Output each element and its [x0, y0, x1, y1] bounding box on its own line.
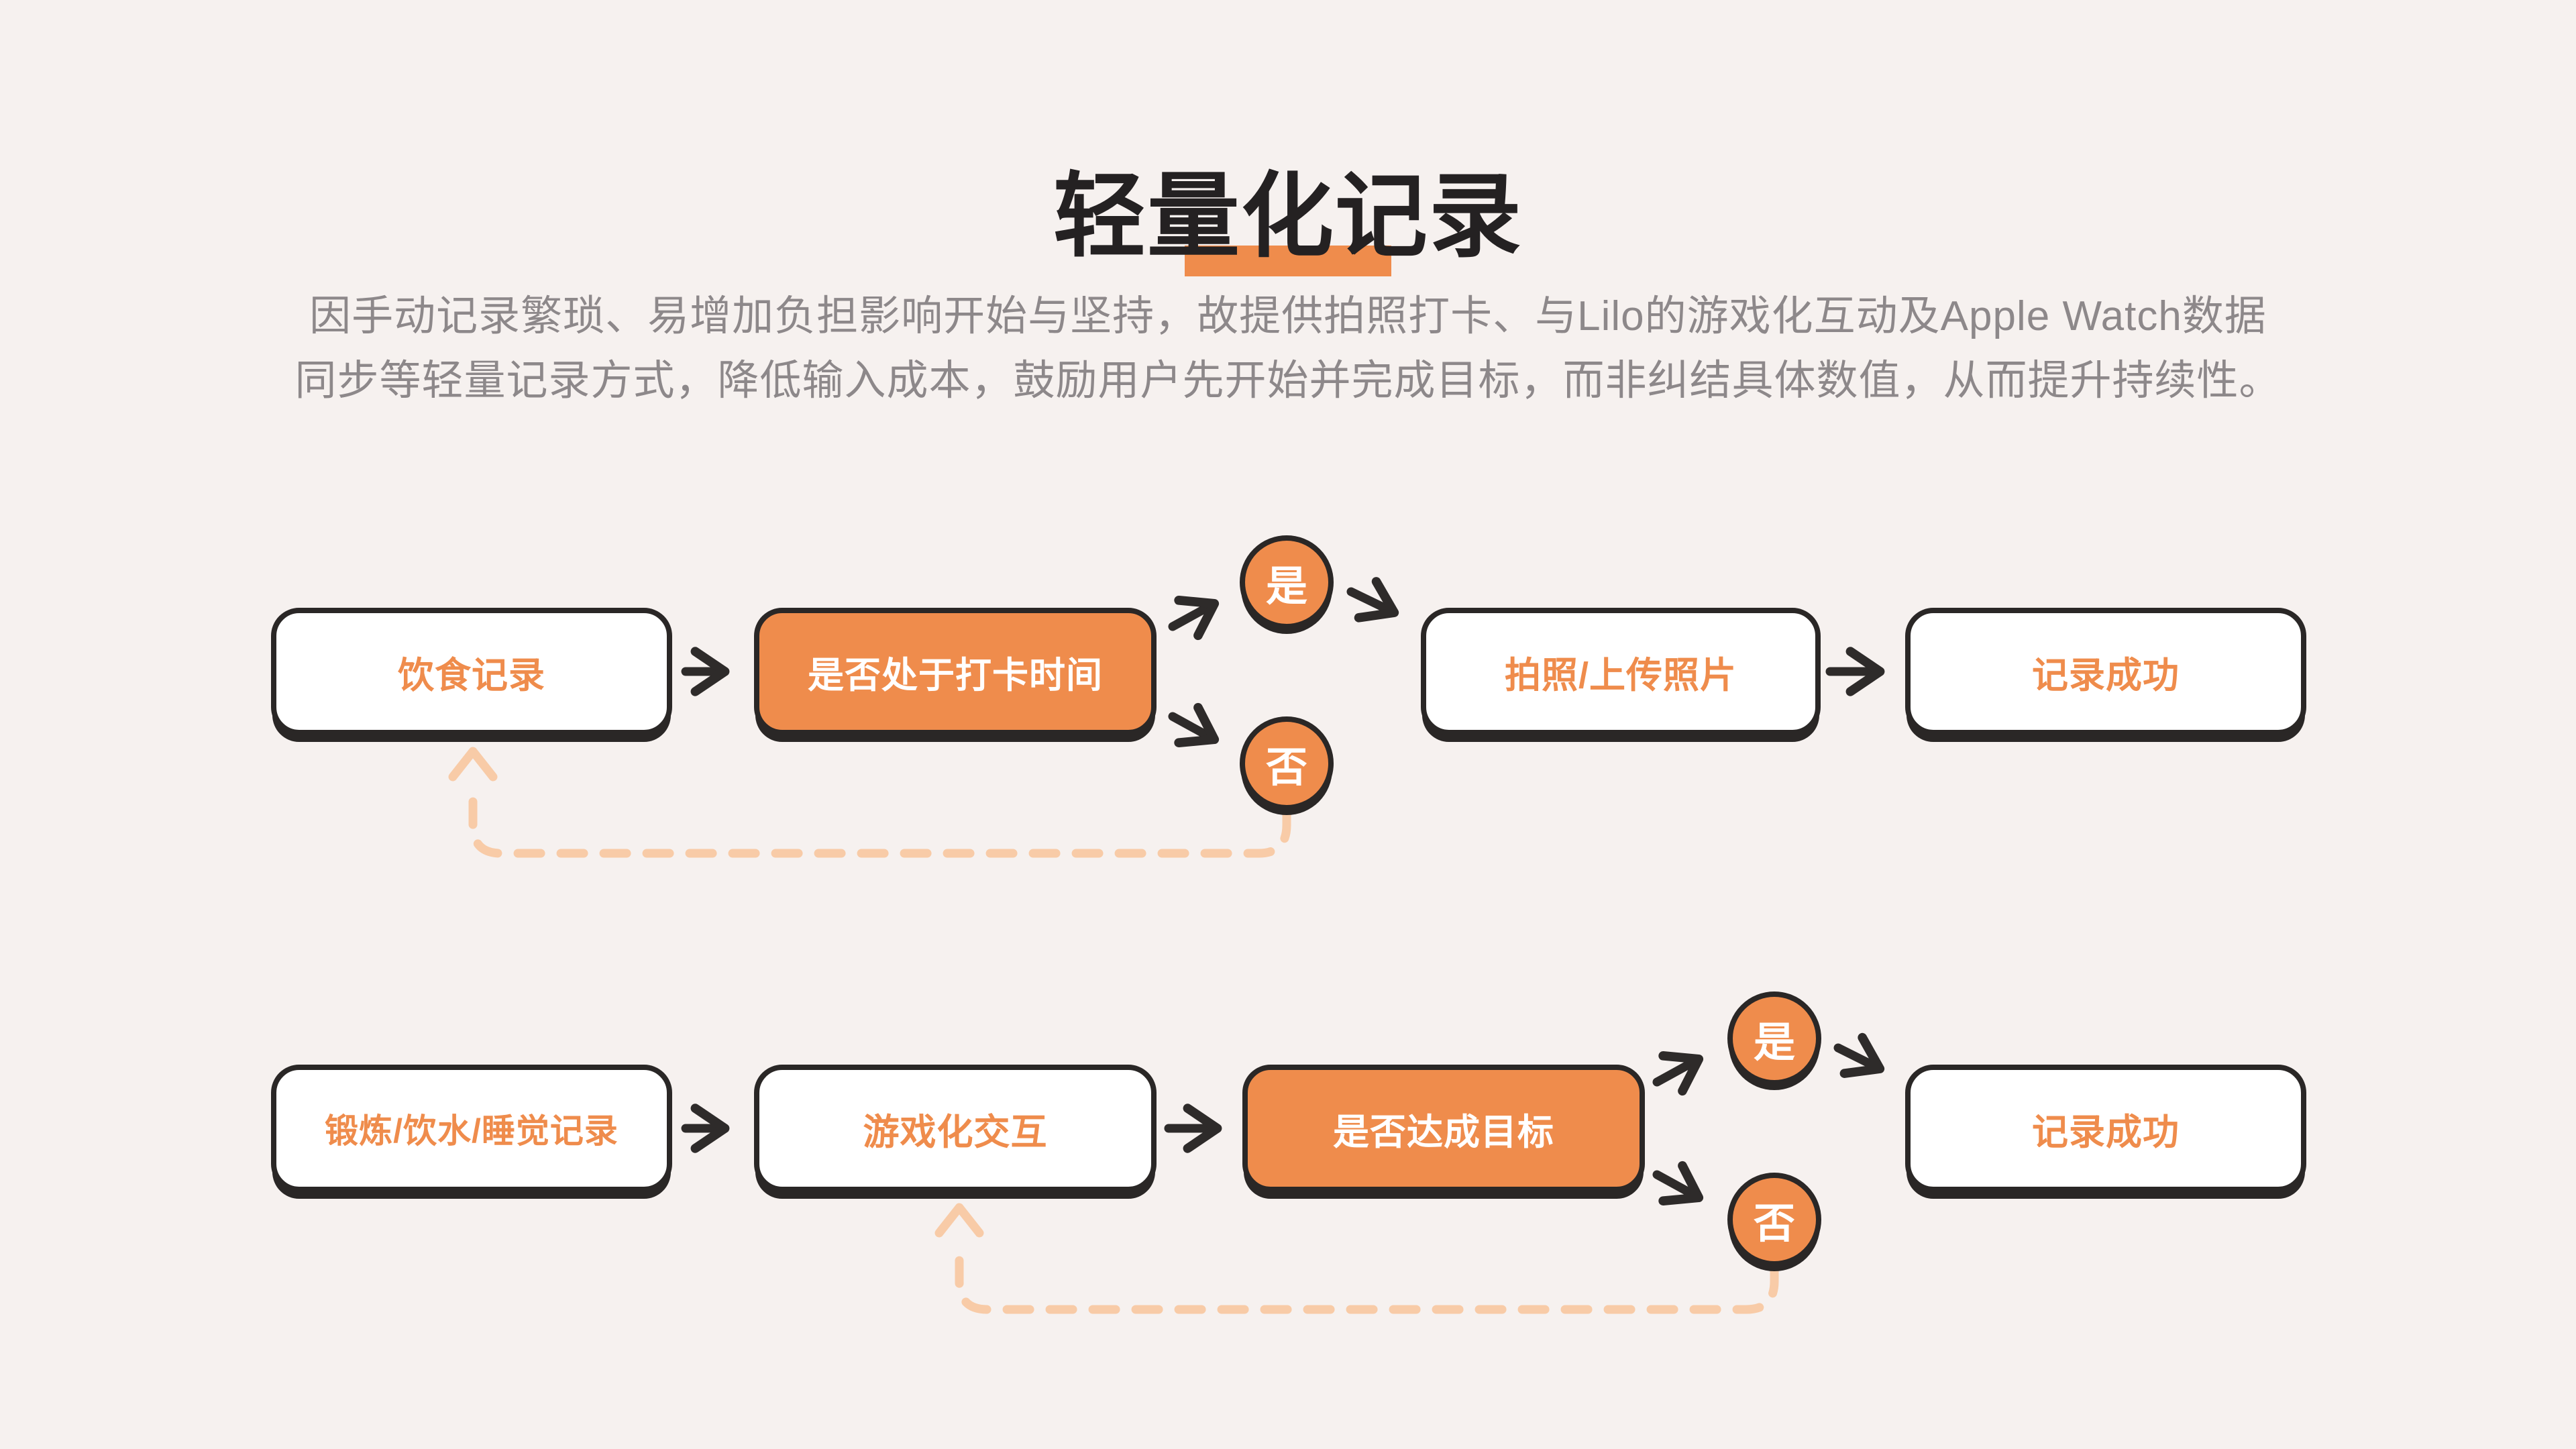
arrow-f1-yes-to-action-icon — [1346, 577, 1399, 623]
loop-f2-no-to-interaction-dashed — [955, 1238, 1779, 1314]
arrow-f1-decision-to-yes-icon — [1168, 596, 1220, 641]
flow2-no-node: 否 — [1727, 1173, 1821, 1267]
flow1-no-node: 否 — [1240, 716, 1334, 810]
flow1-start-node: 饮食记录 — [271, 608, 672, 735]
flow2-yes-node: 是 — [1727, 991, 1821, 1085]
page-title: 轻量化记录 — [1053, 165, 1523, 268]
flow2-start-node: 锻炼/饮水/睡觉记录 — [271, 1065, 672, 1192]
flow2-decision-node: 是否达成目标 — [1242, 1065, 1645, 1192]
loop-f1-arrowhead-icon — [448, 747, 498, 782]
arrow-f2-yes-to-end-icon — [1833, 1032, 1885, 1078]
flow1-decision-node: 是否处于打卡时间 — [754, 608, 1157, 735]
loop-f1-no-to-start-dashed — [468, 782, 1291, 858]
arrow-f2-decision-to-yes-icon — [1652, 1051, 1704, 1096]
description-line-2: 同步等轻量记录方式，降低输入成本，鼓励用户先开始并完成目标，而非纠结具体数值，从… — [294, 358, 2282, 404]
arrow-f1-decision-to-no-icon — [1168, 702, 1220, 747]
flow2-end-node: 记录成功 — [1905, 1065, 2306, 1192]
description-paragraph: 因手动记录繁琐、易增加负担影响开始与坚持，故提供拍照打卡、与Lilo的游戏化互动… — [0, 284, 2576, 413]
flow2-interaction-node: 游戏化交互 — [754, 1065, 1157, 1192]
title-highlight-bar — [1185, 246, 1391, 276]
flow1-action-node: 拍照/上传照片 — [1421, 608, 1821, 735]
flow1-end-node: 记录成功 — [1905, 608, 2306, 735]
flow1-yes-node: 是 — [1240, 535, 1334, 629]
description-line-1: 因手动记录繁琐、易增加负担影响开始与坚持，故提供拍照打卡、与Lilo的游戏化互动… — [309, 293, 2267, 339]
arrow-f2-decision-to-no-icon — [1652, 1161, 1704, 1205]
loop-f2-arrowhead-icon — [934, 1203, 984, 1238]
